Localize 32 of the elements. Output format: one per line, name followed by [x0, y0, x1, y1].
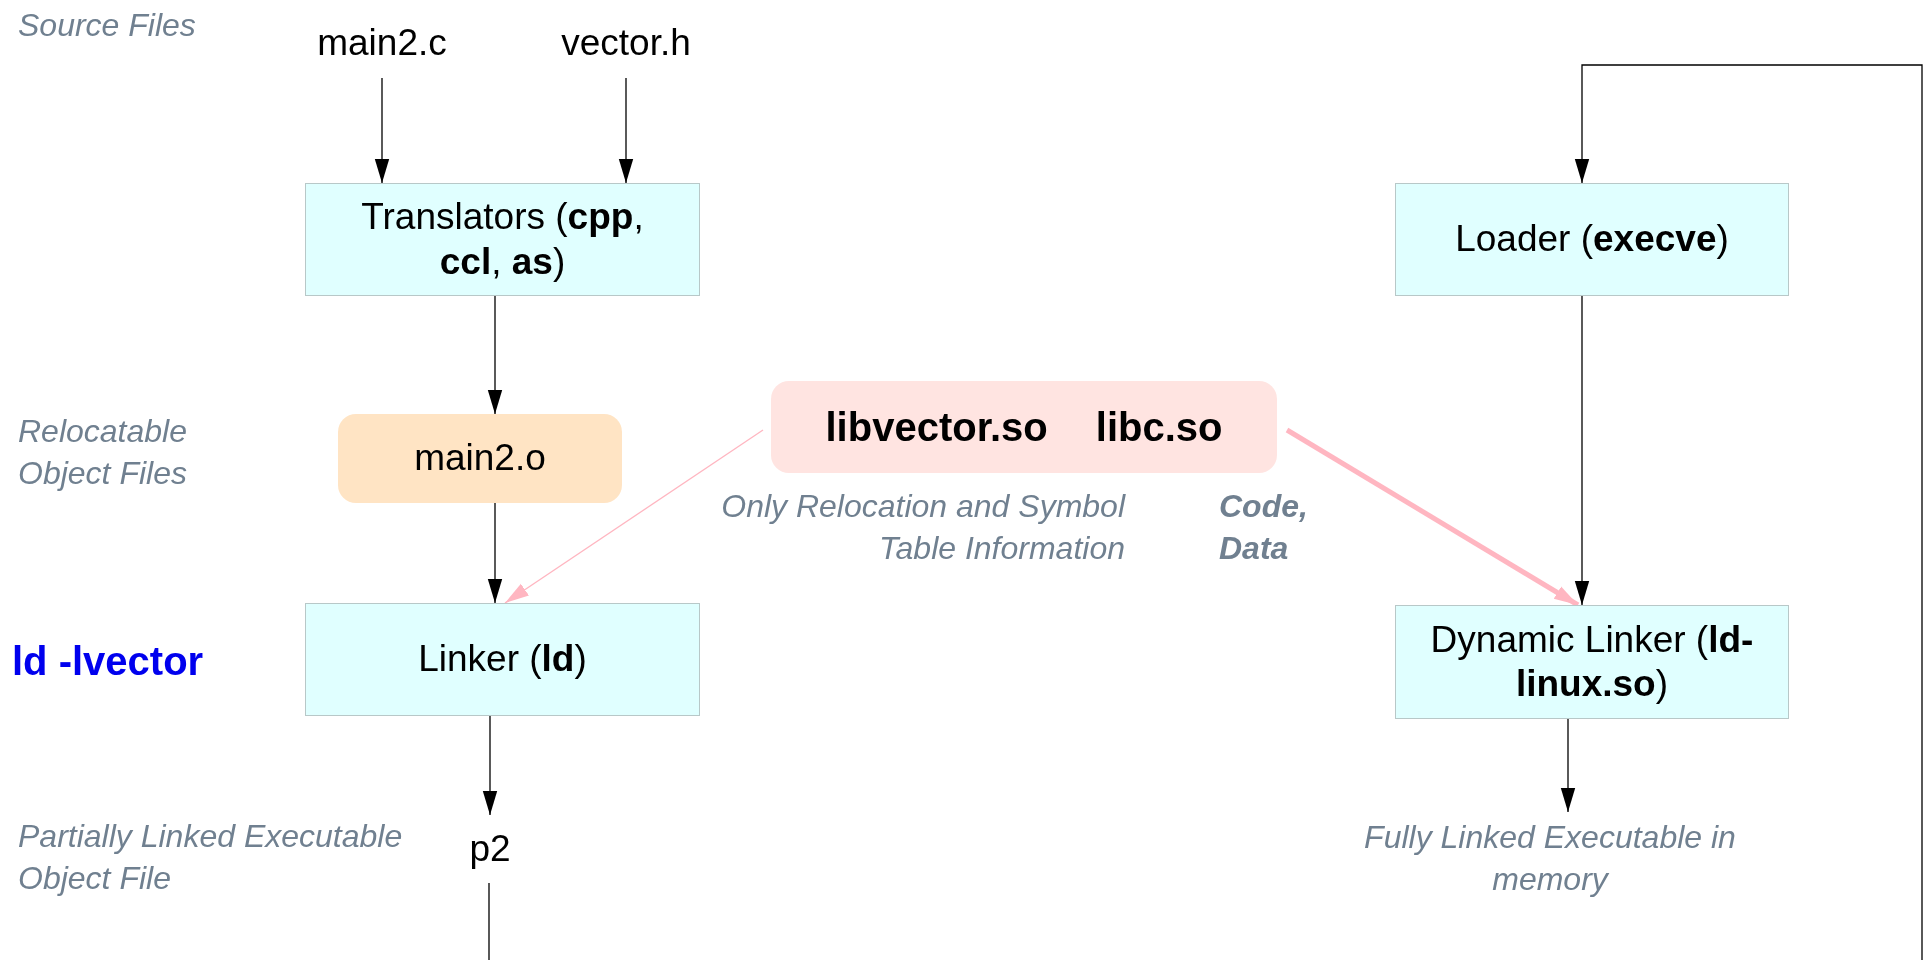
library-name: libvector.so: [825, 404, 1048, 451]
node-text: Loader (execve): [1455, 217, 1729, 262]
node-text: Linker (ld): [418, 637, 587, 682]
file-name: main2.c: [317, 20, 447, 65]
command-text: ld -lvector: [12, 638, 205, 685]
arrow: [504, 429, 764, 604]
side-note: Partially Linked Executable Object File: [18, 817, 404, 898]
file-name: p2: [469, 826, 511, 871]
arrow: [618, 77, 634, 184]
object-file-blob: [338, 414, 622, 503]
node-text: Dynamic Linker (ld-linux.so): [1429, 617, 1755, 706]
process-box: [305, 183, 700, 296]
process-box: [305, 603, 700, 716]
process-box: [1395, 605, 1789, 719]
side-note: Only Relocation and Symbol Table Information: [720, 487, 1125, 568]
arrow: [1560, 718, 1576, 813]
library-name: libc.so: [1095, 404, 1223, 451]
arrow: [374, 77, 390, 184]
result-text: Fully Linked Executable in memory: [1363, 818, 1737, 899]
process-box: [1395, 183, 1789, 296]
side-note: Source Files: [18, 6, 197, 45]
arrow: [488, 64, 1923, 960]
shared-library-blob: [771, 381, 1277, 473]
arrow: [482, 715, 498, 816]
node-text: Translators (cpp, ccl, as): [360, 195, 645, 284]
file-name: vector.h: [561, 20, 691, 65]
arrow: [1574, 295, 1590, 606]
side-note: Relocatable Object Files: [18, 412, 188, 493]
node-text: main2.o: [414, 436, 546, 481]
side-note: Code, Data: [1219, 487, 1309, 568]
arrow: [487, 295, 503, 415]
arrow: [487, 502, 503, 604]
